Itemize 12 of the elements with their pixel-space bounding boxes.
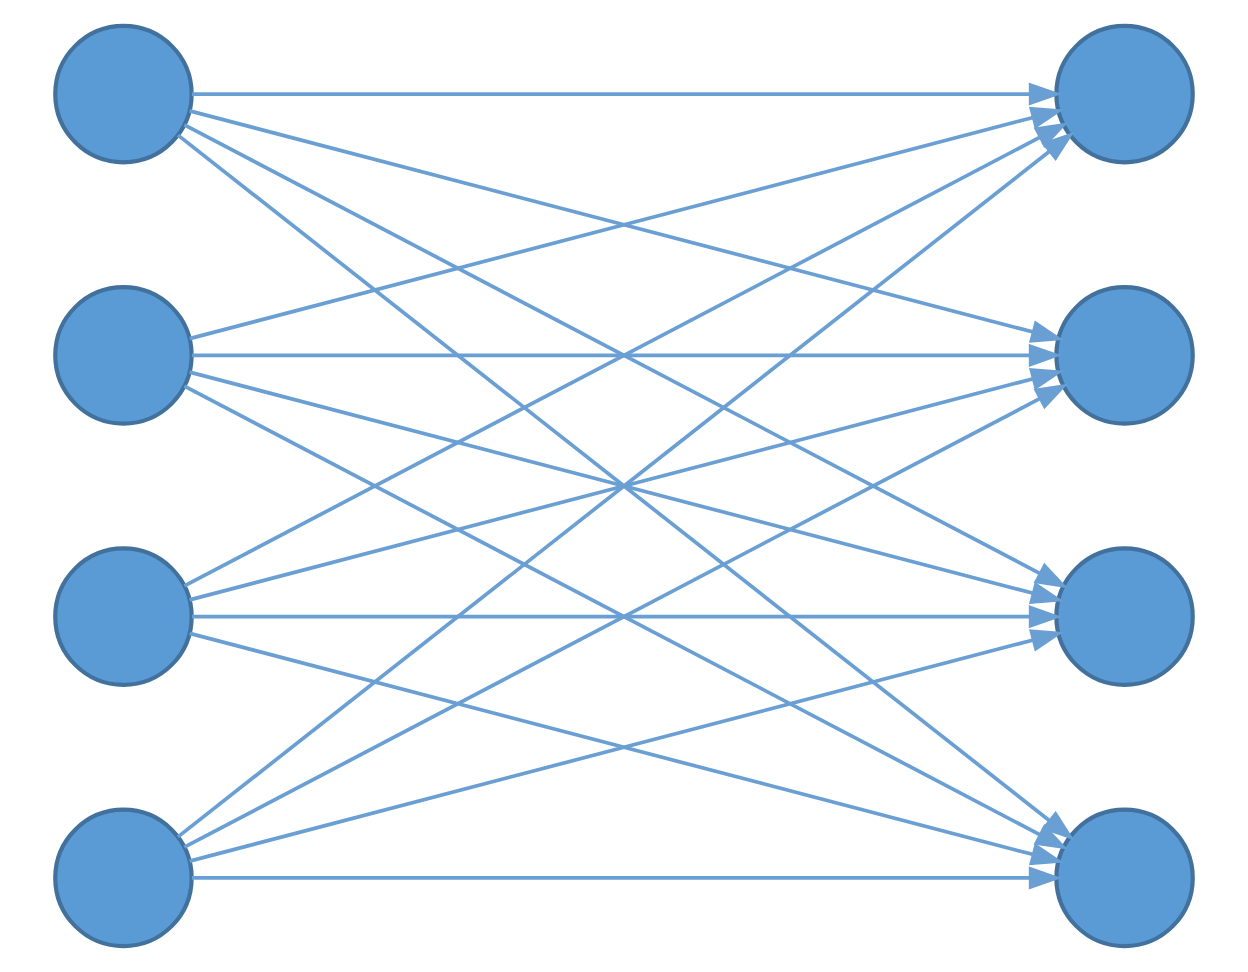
node-circle [1054,546,1195,687]
arrow [191,343,1062,367]
node-circle [53,23,194,165]
node-circle [53,807,194,949]
arrow [191,605,1062,629]
node-circle [1054,23,1195,165]
node-circle [53,546,194,687]
node-circle [53,285,194,426]
arrow [191,866,1062,890]
arrow [191,82,1062,106]
node-circle [1054,807,1195,949]
node-circle [1054,285,1195,426]
